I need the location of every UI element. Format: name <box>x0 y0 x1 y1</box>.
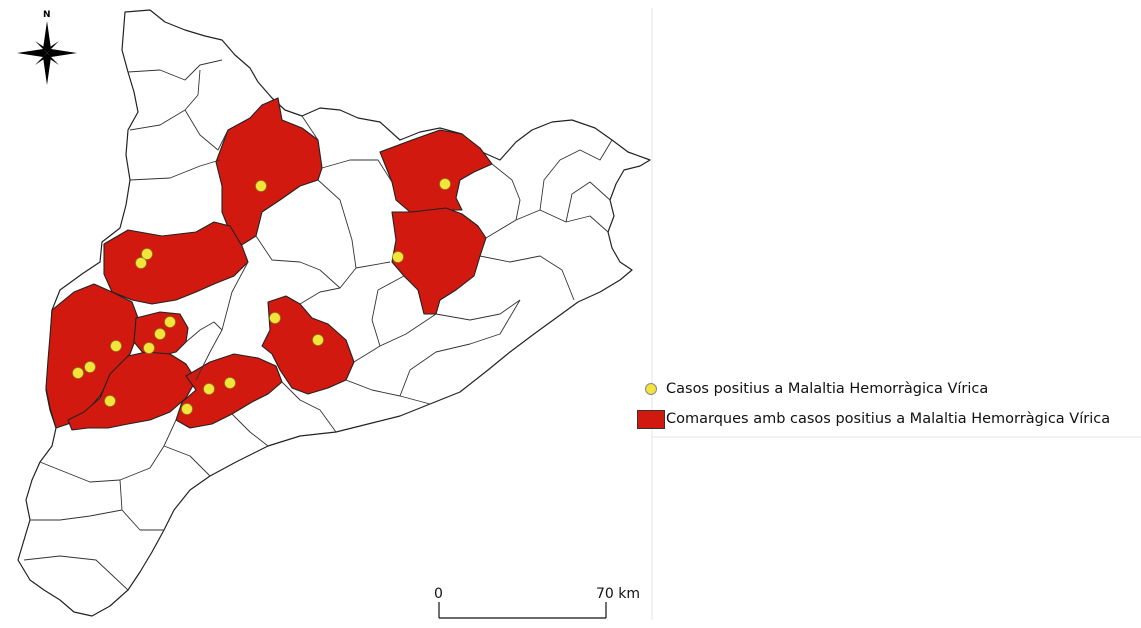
case-point <box>143 342 155 354</box>
case-point <box>84 361 96 373</box>
affected-region-4 <box>103 221 249 305</box>
case-point <box>104 395 116 407</box>
case-points <box>72 178 451 415</box>
case-point-icon <box>645 383 657 395</box>
case-point <box>392 251 404 263</box>
north-arrow-icon <box>17 21 77 85</box>
affected-region-icon <box>637 409 665 429</box>
case-point <box>312 334 324 346</box>
scale-bar <box>438 602 607 619</box>
case-point <box>72 367 84 379</box>
scale-end-label: 70 km <box>596 586 641 602</box>
affected-region-7 <box>67 351 197 431</box>
case-point <box>110 340 122 352</box>
legend: Casos positius a Malaltia Hemorràgica Ví… <box>636 374 1110 434</box>
legend-regions-label: Comarques amb casos positius a Malaltia … <box>666 411 1111 427</box>
case-point <box>269 312 281 324</box>
affected-region-1 <box>215 97 323 247</box>
legend-points-label: Casos positius a Malaltia Hemorràgica Ví… <box>666 381 989 397</box>
case-point <box>255 180 267 192</box>
north-label: N <box>43 10 51 20</box>
case-point <box>154 328 166 340</box>
affected-region-8 <box>175 353 283 429</box>
case-point <box>439 178 451 190</box>
case-point <box>203 383 215 395</box>
affected-region-9 <box>261 295 355 395</box>
affected-region-3 <box>391 207 487 315</box>
legend-item-points: Casos positius a Malaltia Hemorràgica Ví… <box>636 374 1110 404</box>
case-point <box>181 403 193 415</box>
legend-item-regions: Comarques amb casos positius a Malaltia … <box>636 404 1110 434</box>
affected-regions <box>45 97 493 431</box>
scale-start-label: 0 <box>434 586 443 602</box>
case-point <box>135 257 147 269</box>
case-point <box>141 248 153 260</box>
case-point <box>224 377 236 389</box>
comarca-borders <box>23 59 613 591</box>
case-point <box>164 316 176 328</box>
affected-region-2 <box>379 129 493 213</box>
